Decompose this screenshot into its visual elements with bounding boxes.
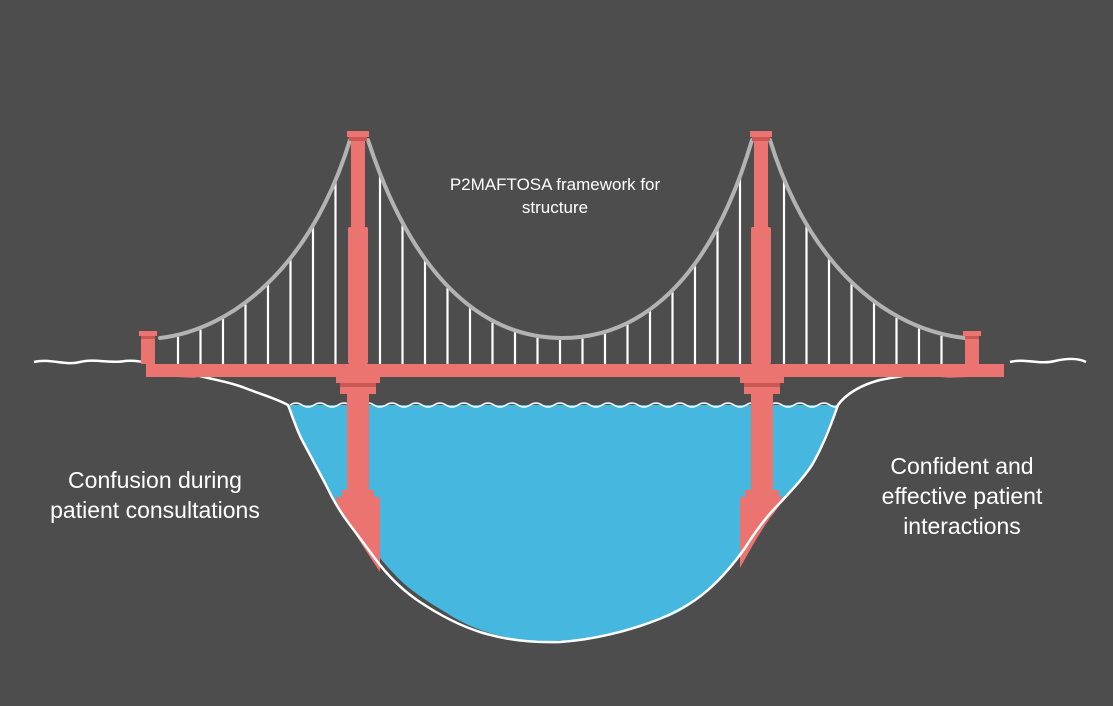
deck-right-ramp [940,364,1004,378]
end-state-line-1: Confident and [890,453,1034,479]
left-tower [336,131,380,497]
start-state-line-1: Confusion during [68,467,242,493]
right-tower [740,131,784,497]
bridge-deck [146,364,1004,377]
land-outline [33,357,1087,644]
deck-left-ramp [146,364,200,378]
right-anchor-pier [963,331,981,364]
water-body [288,405,838,641]
start-state-label: Confusion during patient consultations [20,466,290,526]
end-state-line-3: interactions [903,512,1021,539]
start-state-line-2: patient consultations [50,496,260,523]
right-tower-base [740,497,785,568]
water-surface [289,402,839,408]
end-state-line-2: effective patient [881,482,1043,509]
bridge-label-line-2: structure [521,197,589,217]
bridge-label-line-1: P2MAFTOSA framework for [449,175,661,194]
bridge-label: P2MAFTOSA framework for structure [400,174,710,220]
end-state-label: Confident and effective patient interact… [832,452,1092,542]
suspender-cables [176,175,943,364]
left-anchor-pier [139,331,157,364]
main-cable [158,138,967,341]
